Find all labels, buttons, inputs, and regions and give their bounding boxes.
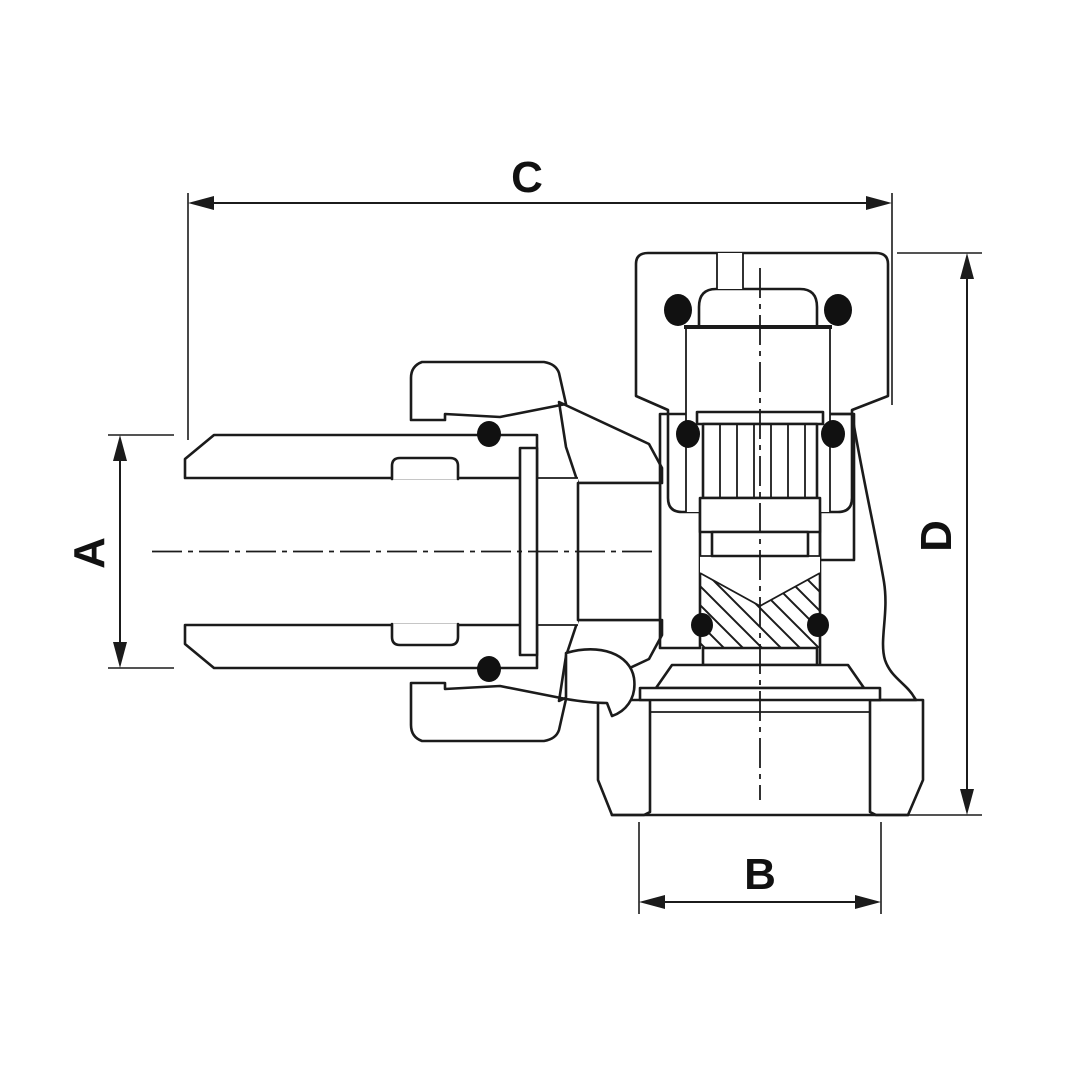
thread-relief-notch-bottom (390, 622, 460, 647)
dim-b-arrow-left (639, 895, 665, 909)
o-ring-bonnet-left (664, 294, 692, 326)
body-outlet-wing (564, 648, 636, 718)
dim-a-label: A (65, 537, 114, 569)
valve-cone (700, 556, 820, 606)
union-nut-bottom-section (409, 681, 568, 743)
dimension-c: C (187, 153, 893, 440)
union-nut-top-section (409, 360, 568, 422)
body-right-wall (818, 412, 918, 702)
o-ring-insert-right (821, 420, 845, 448)
dim-c-label: C (511, 153, 543, 202)
screw-slot-walls (716, 253, 744, 289)
dim-a-arrow-top (113, 435, 127, 461)
screw-slot (717, 253, 743, 289)
spindle-head (697, 287, 819, 329)
centerlines (152, 268, 761, 800)
outlet-nut-right-wall (868, 698, 925, 817)
dim-d-arrow-top (960, 253, 974, 279)
dim-c-arrow-right (866, 196, 892, 210)
dimension-b: B (638, 822, 882, 914)
dimension-a: A (65, 434, 174, 669)
bonnet-cap (634, 251, 890, 514)
insert-thread-ribs (719, 424, 806, 498)
dim-d-label: D (912, 520, 961, 552)
dimension-d: D (897, 252, 982, 816)
dim-a-arrow-bottom (113, 642, 127, 668)
dim-b-label: B (744, 850, 776, 899)
o-ring-union-bottom (477, 656, 501, 682)
o-ring-seat-left (691, 613, 713, 637)
o-ring-union-top (477, 421, 501, 447)
body-inlet-shoulder-top (557, 400, 664, 485)
dim-c-arrow-left (188, 196, 214, 210)
inlet-channel-edges (537, 477, 578, 626)
union-nut (409, 360, 568, 743)
o-ring-seat-right (807, 613, 829, 637)
o-ring-insert-left (676, 420, 700, 448)
dim-d-arrow-bottom (960, 789, 974, 815)
dim-b-arrow-right (855, 895, 881, 909)
thread-relief-notch-top (390, 456, 460, 481)
o-ring-seals (477, 294, 852, 682)
outlet-nut-left-wall (596, 698, 652, 817)
bonnet-cavity-walls (685, 327, 831, 512)
o-ring-bonnet-right (824, 294, 852, 326)
